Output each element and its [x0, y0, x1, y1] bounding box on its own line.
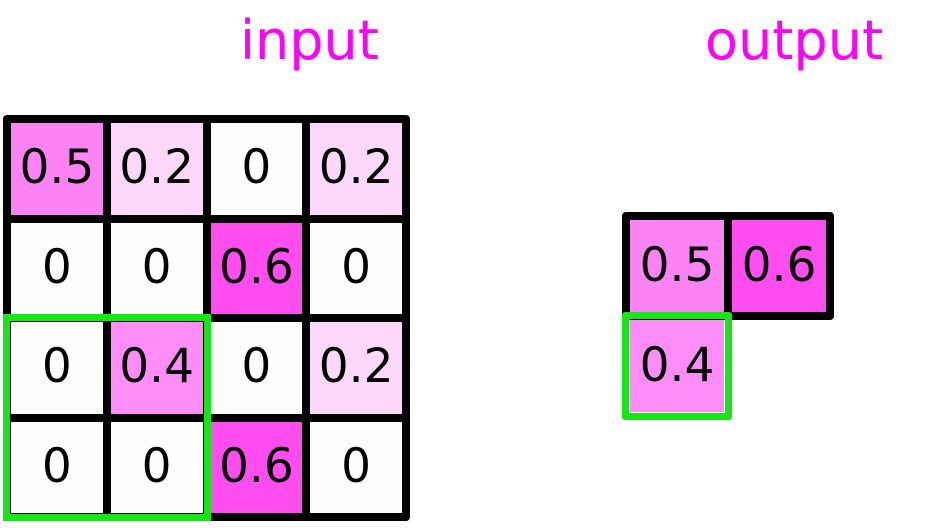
- input-cell-value: 0.6: [219, 239, 294, 295]
- input-cell-r2-c3: 0.2: [310, 322, 402, 414]
- input-cell-r1-c2: 0.6: [210, 222, 303, 314]
- input-cell-r0-c2: 0: [210, 123, 303, 215]
- input-cell-value: 0: [241, 140, 272, 196]
- output-cell-r1-c0: 0.4: [630, 320, 724, 412]
- input-cell-r0-c3: 0.2: [310, 123, 402, 215]
- output-title: output: [705, 9, 884, 72]
- output-grid: 0.5 0.6 0.4: [622, 212, 834, 424]
- output-cell-r0-c0: 0.5: [630, 220, 724, 312]
- input-grid-cells: 0.5 0.2 0 0.2 0 0 0.6 0 0 0.4 0 0.2 0 0 0.6 0: [3, 115, 410, 521]
- input-cell-value: 0: [41, 438, 72, 494]
- input-cell-r3-c2: 0.6: [210, 421, 303, 513]
- input-cell-value: 0: [41, 239, 72, 295]
- input-grid: 0.5 0.2 0 0.2 0 0 0.6 0 0 0.4 0 0.2 0 0 0.6 0: [3, 115, 410, 521]
- input-cell-r3-c1: 0: [110, 421, 203, 513]
- input-cell-r1-c1: 0: [110, 222, 203, 314]
- input-cell-r3-c0: 0: [11, 421, 103, 513]
- input-cell-value: 0: [341, 438, 372, 494]
- input-cell-r1-c0: 0: [11, 222, 103, 314]
- input-cell-r3-c3: 0: [310, 421, 402, 513]
- input-cell-r0-c0: 0.5: [11, 123, 103, 215]
- input-cell-value: 0.5: [19, 140, 95, 196]
- input-cell-value: 0: [141, 438, 172, 494]
- input-cell-value: 0: [41, 339, 72, 395]
- input-cell-r2-c1: 0.4: [110, 322, 203, 414]
- input-cell-value: 0.2: [318, 339, 394, 395]
- input-cell-value: 0.2: [119, 140, 194, 196]
- input-title: input: [240, 9, 379, 72]
- input-cell-value: 0: [241, 339, 272, 395]
- input-cell-value: 0.2: [318, 140, 394, 196]
- input-cell-value: 0: [341, 239, 372, 295]
- output-cell-value: 0.4: [639, 337, 715, 393]
- output-cell-r0-c1: 0.6: [732, 220, 826, 312]
- output-cell-value: 0.5: [639, 237, 715, 293]
- input-cell-value: 0: [141, 239, 172, 295]
- input-cell-value: 0.6: [219, 438, 294, 494]
- input-cell-value: 0.4: [119, 339, 194, 395]
- input-cell-r2-c2: 0: [210, 322, 303, 414]
- input-cell-r1-c3: 0: [310, 222, 402, 314]
- output-cell-value: 0.6: [741, 237, 817, 293]
- input-cell-r0-c1: 0.2: [110, 123, 203, 215]
- output-selection-box: [622, 312, 732, 420]
- input-cell-r2-c0: 0: [11, 322, 103, 414]
